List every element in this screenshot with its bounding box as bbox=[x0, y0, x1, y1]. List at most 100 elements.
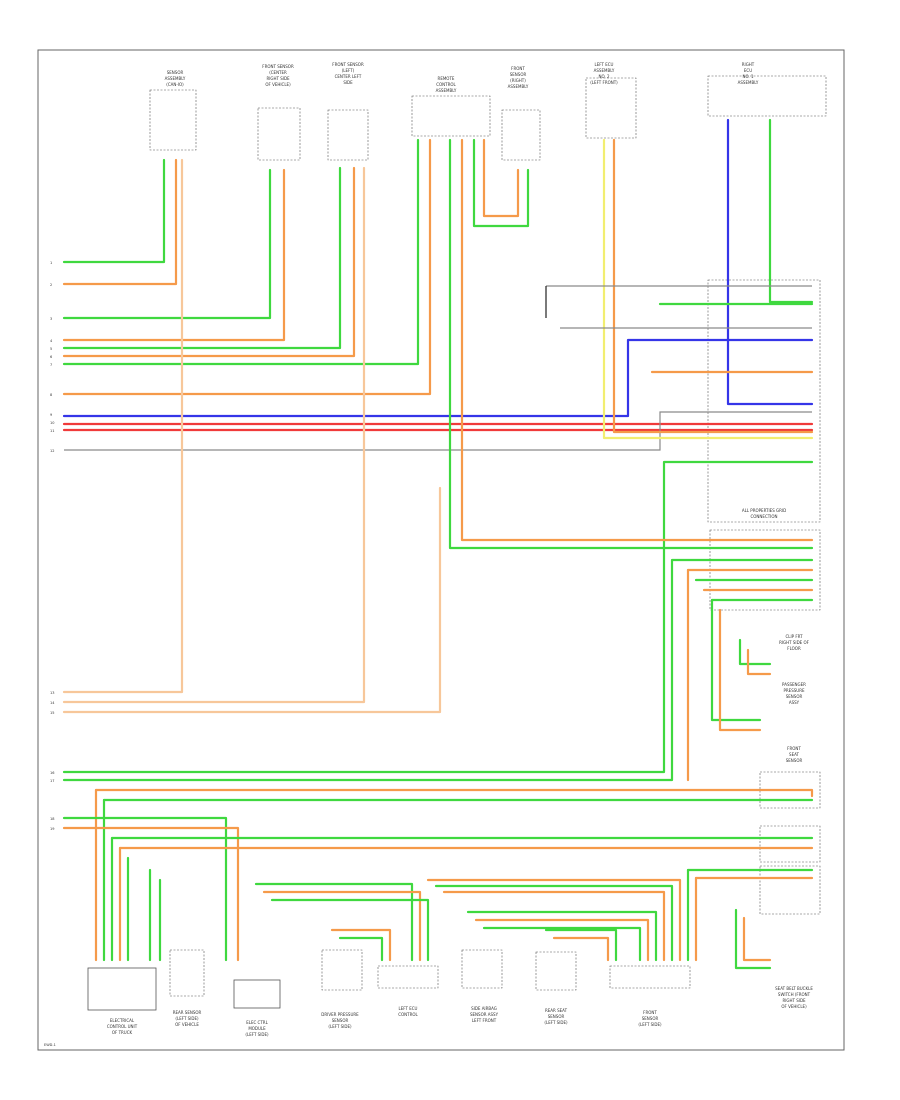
svg-text:(LEFT SIDE): (LEFT SIDE) bbox=[175, 1016, 199, 1021]
svg-text:RIGHT SIDE OF: RIGHT SIDE OF bbox=[779, 640, 810, 645]
pin-label: 6 bbox=[50, 355, 52, 359]
svg-text:RIGHT: RIGHT bbox=[742, 62, 755, 67]
svg-text:CONTROL: CONTROL bbox=[436, 82, 456, 87]
component-front-seat-sensor: FRONT SEAT SENSOR bbox=[759, 746, 821, 863]
connector-box bbox=[87, 967, 157, 1011]
wire-light_orange-14 bbox=[62, 486, 442, 714]
connector-box bbox=[585, 77, 637, 139]
component-electrical-control-unit: ELECTRICAL CONTROL UNIT OF TRUCK bbox=[87, 967, 157, 1035]
component-left-ecu-control: LEFT ECU CONTROL bbox=[377, 965, 439, 1017]
wire-blue-8 bbox=[62, 338, 814, 418]
svg-text:ASSEMBLY: ASSEMBLY bbox=[738, 80, 759, 85]
pin-label: 4 bbox=[50, 339, 53, 343]
svg-text:SWITCH (FRONT: SWITCH (FRONT bbox=[778, 992, 811, 997]
component-passenger-pressure-sensor: PASSENGER PRESSURE SENSOR ASSY bbox=[759, 682, 821, 809]
svg-text:FRONT: FRONT bbox=[511, 66, 525, 71]
svg-text:SENSOR ASSY: SENSOR ASSY bbox=[470, 1012, 499, 1017]
connector-box bbox=[461, 949, 503, 989]
svg-text:PRESSURE: PRESSURE bbox=[783, 688, 805, 693]
component-seat-belt-buckle-switch: SEAT BELT BUCKLE SWITCH (FRONT RIGHT SID… bbox=[759, 865, 821, 1009]
wire-orange-5 bbox=[62, 166, 356, 358]
wire-orange-37 bbox=[474, 918, 650, 962]
pin-label: 18 bbox=[50, 817, 54, 821]
component-remote-control-assembly: REMOTE CONTROL ASSEMBLY bbox=[411, 76, 491, 137]
svg-text:DRIVER PRESSURE: DRIVER PRESSURE bbox=[321, 1012, 359, 1017]
wire-orange-3 bbox=[62, 168, 286, 342]
svg-text:SIDE: SIDE bbox=[343, 80, 353, 85]
connector-box bbox=[501, 109, 541, 161]
svg-text:NO. 1: NO. 1 bbox=[742, 74, 754, 79]
pin-label: 5 bbox=[50, 347, 52, 351]
wire-green-47 bbox=[448, 138, 814, 550]
svg-text:(LEFT SIDE): (LEFT SIDE) bbox=[638, 1022, 662, 1027]
pin-label: 17 bbox=[50, 779, 54, 783]
wire-green-36 bbox=[466, 910, 658, 962]
pin-label: 1 bbox=[50, 261, 52, 265]
wire-orange-31 bbox=[262, 890, 422, 962]
svg-text:SENSOR: SENSOR bbox=[786, 758, 803, 763]
component-side-airbag-sensor: SIDE AIRBAG SENSOR ASSY LEFT FRONT bbox=[461, 949, 503, 1023]
wire-green-21 bbox=[62, 816, 228, 962]
svg-text:FLOOR: FLOOR bbox=[787, 646, 801, 651]
pin-label: 8 bbox=[50, 393, 52, 397]
wire-green-30 bbox=[254, 882, 414, 962]
wire-layer bbox=[62, 118, 814, 970]
wire-orange-48 bbox=[460, 138, 814, 542]
svg-text:ASSY: ASSY bbox=[789, 700, 800, 705]
svg-text:OF VEHICLE): OF VEHICLE) bbox=[781, 1004, 807, 1009]
svg-text:CENTER LEFT: CENTER LEFT bbox=[335, 74, 362, 79]
wire-green-4 bbox=[62, 166, 342, 350]
svg-text:FRONT: FRONT bbox=[787, 746, 801, 751]
svg-text:SENSOR: SENSOR bbox=[332, 1018, 349, 1023]
wire-orange-7 bbox=[62, 138, 432, 396]
svg-text:SENSOR: SENSOR bbox=[786, 694, 803, 699]
pin-label: 2 bbox=[50, 283, 52, 287]
svg-text:CONNECTION: CONNECTION bbox=[750, 514, 777, 519]
wire-green-49 bbox=[472, 138, 530, 228]
wire-orange-39 bbox=[330, 928, 392, 962]
component-right-ecu-no1: RIGHT ECU NO. 1 ASSEMBLY bbox=[707, 62, 827, 117]
pin-label: 12 bbox=[50, 449, 54, 453]
wire-green-0 bbox=[62, 158, 166, 264]
wire-green-54 bbox=[768, 118, 814, 304]
svg-text:OF TRUCK: OF TRUCK bbox=[112, 1030, 133, 1035]
connector-box bbox=[411, 95, 491, 137]
wire-orange-1 bbox=[62, 158, 178, 286]
svg-text:(CENTER: (CENTER bbox=[269, 70, 287, 75]
wire-orange-22 bbox=[62, 826, 240, 962]
svg-text:ASSEMBLY: ASSEMBLY bbox=[436, 88, 457, 93]
svg-text:LEFT ECU: LEFT ECU bbox=[595, 62, 614, 67]
wire-green-65 bbox=[710, 598, 762, 722]
svg-text:FRONT SENSOR: FRONT SENSOR bbox=[332, 62, 364, 67]
wire-blue-53 bbox=[726, 118, 814, 406]
wire-green-2 bbox=[62, 168, 272, 320]
wire-green-32 bbox=[270, 898, 430, 962]
svg-text:ASSEMBLY: ASSEMBLY bbox=[165, 76, 186, 81]
component-front-sensor-center-right: FRONT SENSOR (CENTER RIGHT SIDE OF VEHIC… bbox=[257, 64, 301, 161]
svg-text:LEFT FRONT: LEFT FRONT bbox=[472, 1018, 497, 1023]
connector-box bbox=[759, 771, 821, 809]
connector-box bbox=[257, 107, 301, 161]
svg-text:ELEC CTRL: ELEC CTRL bbox=[246, 1020, 268, 1025]
wire-green-40 bbox=[338, 936, 384, 962]
connector-box bbox=[377, 965, 439, 989]
svg-text:SENSOR: SENSOR bbox=[510, 72, 527, 77]
wire-orange-66 bbox=[718, 608, 762, 732]
svg-text:(LEFT): (LEFT) bbox=[342, 68, 355, 73]
component-driver-pressure-sensor: DRIVER PRESSURE SENSOR (LEFT SIDE) bbox=[321, 949, 363, 1029]
wire-green-67 bbox=[738, 638, 772, 666]
pin-label: 15 bbox=[50, 711, 54, 715]
pin-label: 9 bbox=[50, 413, 52, 417]
connector-box bbox=[609, 965, 691, 989]
connector-box bbox=[149, 89, 197, 151]
wire-green-15 bbox=[62, 460, 814, 774]
connector-box bbox=[327, 109, 369, 161]
svg-text:LEFT ECU: LEFT ECU bbox=[399, 1006, 418, 1011]
svg-text:ALL PROPERTIES GRID: ALL PROPERTIES GRID bbox=[742, 508, 786, 513]
wire-orange-33 bbox=[426, 878, 682, 962]
component-rear-sensor-left: REAR SENSOR (LEFT SIDE) OF VEHICLE bbox=[169, 949, 205, 1027]
pin-label: 16 bbox=[50, 771, 54, 775]
wire-orange-70 bbox=[742, 916, 772, 962]
wire-yellow-51 bbox=[602, 138, 814, 440]
